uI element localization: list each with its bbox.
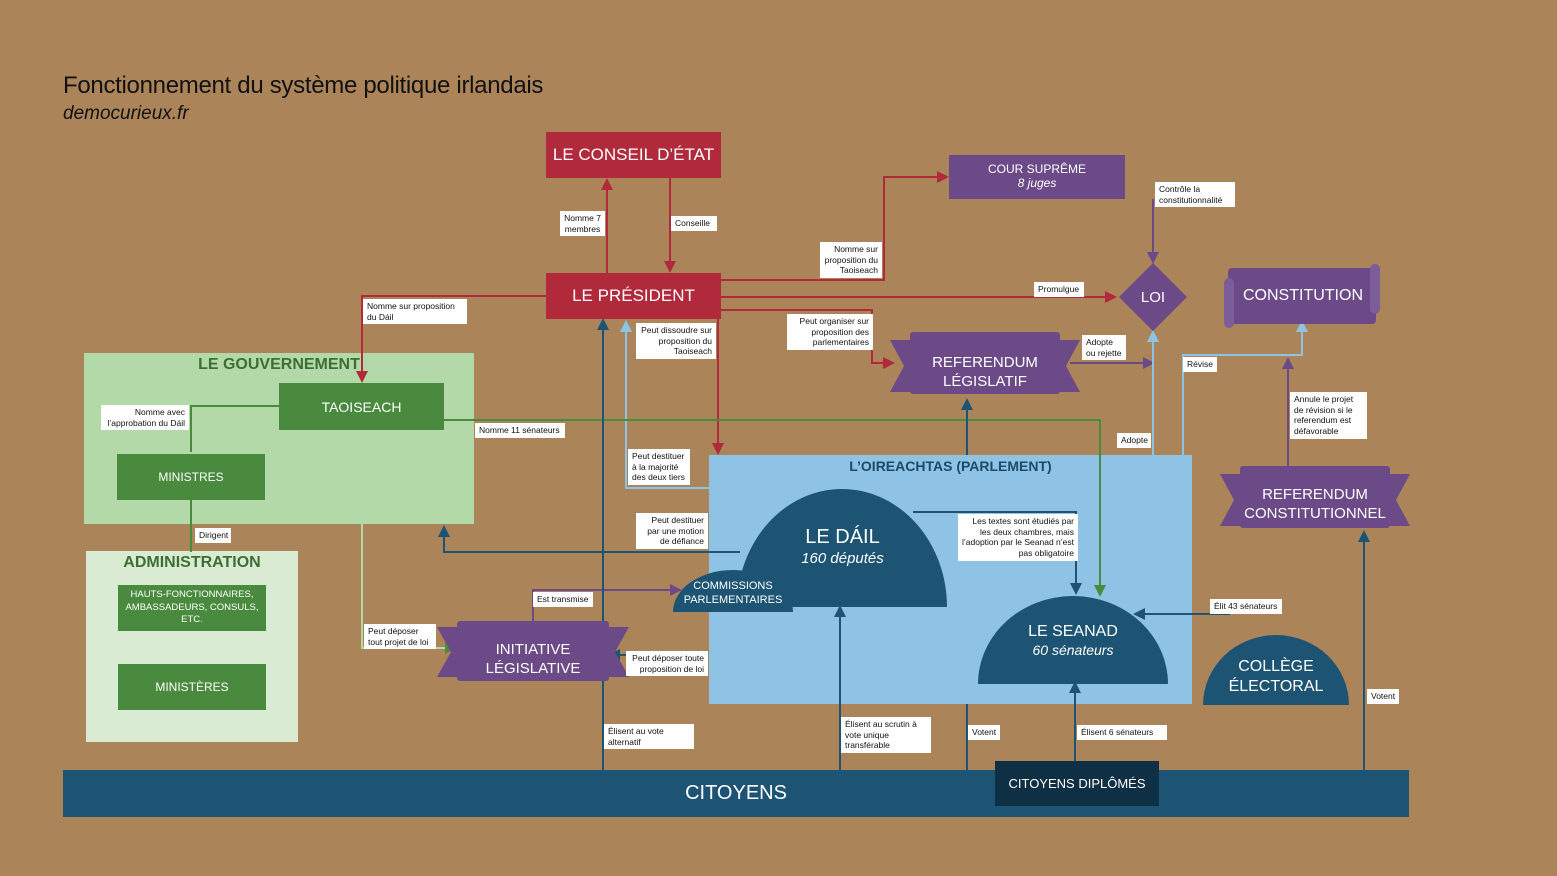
label-dissoudre: Peut dissoudre sur proposition du Taoise… (636, 323, 716, 359)
page-subtitle: democurieux.fr (63, 103, 189, 124)
label-nomme-taoiseach: Nomme sur proposition du Taoiseach (820, 242, 882, 278)
label-nomme7: Nomme 7 membres (560, 211, 605, 237)
label-destituer-motion: Peut destituer par une motion de défianc… (636, 513, 708, 549)
citoyens-bar: CITOYENS (63, 770, 1409, 817)
label-deposer-gauche: Peut déposer tout projet de loi (364, 624, 436, 650)
label-elisent-scrutin: Élisent au scrutin à vote unique transfé… (841, 717, 931, 753)
label-elisent-alt: Élisent au vote alternatif (604, 724, 694, 750)
initiative-legislative-label: INITIATIVE LÉGISLATIVE (457, 641, 609, 679)
dail-semicircle (737, 489, 947, 607)
ref-const-line2: CONSTITUTIONNEL (1244, 504, 1386, 522)
label-destituer-tiers: Peut destituer à la majorité des deux ti… (628, 449, 690, 485)
loi-label: LOI (1140, 288, 1166, 306)
taoiseach-box: TAOISEACH (279, 383, 444, 430)
college-line2: ÉLECTORAL (1228, 678, 1324, 695)
ref-leg-line2: LÉGISLATIF (943, 372, 1027, 390)
label-promulgue: Promulgue (1034, 282, 1084, 297)
initiative-line2: LÉGISLATIVE (485, 659, 581, 677)
label-organiser: Peut organiser sur proposition des parle… (787, 314, 873, 350)
label-revise: Révise (1183, 357, 1217, 372)
cour-supreme-box: COUR SUPRÊME 8 juges (949, 155, 1125, 199)
ref-leg-line1: REFERENDUM (932, 354, 1038, 371)
ref-const-line1: REFERENDUM (1262, 486, 1368, 503)
referendum-legislatif-ribbon (890, 332, 1080, 394)
cour-supreme-title: COUR SUPRÊME (987, 162, 1086, 176)
label-transmise: Est transmise (533, 592, 593, 607)
referendum-constitutionnel-label: REFERENDUM CONSTITUTIONNEL (1230, 486, 1400, 524)
administration-title: ADMINISTRATION (123, 554, 261, 571)
conseil-etat-box: LE CONSEIL D’ÉTAT (546, 132, 721, 178)
seanad-sub: 60 sénateurs (1032, 642, 1114, 658)
label-nomme11: Nomme 11 sénateurs (475, 423, 565, 438)
hauts-fonctionnaires-box: HAUTS-FONCTIONNAIRES, AMBASSADEURS, CONS… (118, 585, 266, 631)
label-adopte: Adopte (1117, 433, 1151, 448)
ministres-box: MINISTRES (117, 454, 265, 500)
seanad-label: LE SEANAD 60 sénateurs (983, 622, 1163, 660)
label-elit43: Élit 43 sénateurs (1210, 599, 1282, 614)
initiative-legislative-ribbon (437, 621, 629, 681)
label-textes: Les textes sont étudiés par les deux cha… (958, 514, 1078, 561)
label-adopte-rejette: Adopte ou rejette (1082, 335, 1126, 361)
commissions-line1: COMMISSIONS (693, 580, 773, 592)
college-label: COLLÈGE ÉLECTORAL (1203, 657, 1349, 697)
ministeres-box: MINISTÈRES (118, 664, 266, 710)
label-elisent6: Élisent 6 sénateurs (1077, 725, 1167, 740)
administration-region (86, 551, 298, 742)
label-nomme-approbation: Nomme avec l’approbation du Dáil (101, 405, 189, 431)
commissions-label: COMMISSIONS PARLEMENTAIRES (673, 580, 793, 608)
label-annule: Annule le projet de révision si le refer… (1290, 392, 1367, 439)
page-title: Fonctionnement du système politique irla… (63, 72, 544, 99)
initiative-line1: INITIATIVE (495, 641, 571, 658)
label-dirigent: Dirigent (195, 528, 231, 543)
label-deposer-droite: Peut déposer toute proposition de loi (626, 651, 708, 677)
cour-supreme-sub: 8 juges (1017, 176, 1057, 190)
gouvernement-title: LE GOUVERNEMENT (198, 356, 360, 373)
constitution-scroll (1224, 264, 1380, 328)
label-conseille: Conseille (671, 216, 717, 231)
label-controle: Contrôle la constitutionnalité (1155, 182, 1235, 208)
constitution-label: CONSTITUTION (1243, 287, 1363, 304)
oireachtas-title: L’OIREACHTAS (PARLEMENT) (849, 458, 1052, 474)
seanad-title: LE SEANAD (1028, 623, 1118, 640)
label-votent-mid: Votent (968, 725, 1000, 740)
referendum-legislatif-label: REFERENDUM LÉGISLATIF (910, 354, 1060, 392)
college-semicircle (1203, 635, 1349, 705)
dail-sub: 160 députés (801, 550, 884, 567)
commissions-semicircle (673, 570, 793, 612)
label-nomme-dail: Nomme sur proposition du Dáil (363, 299, 467, 325)
dail-label: LE DÁIL 160 députés (750, 525, 935, 569)
citoyens-diplomes-box: CITOYENS DIPLÔMÉS (995, 761, 1159, 806)
referendum-constitutionnel-ribbon (1220, 466, 1410, 528)
commissions-line2: PARLEMENTAIRES (683, 593, 783, 606)
dail-title: LE DÁIL (805, 526, 880, 548)
president-box: LE PRÉSIDENT (546, 273, 721, 319)
college-line1: COLLÈGE (1238, 658, 1314, 675)
seanad-semicircle (978, 596, 1168, 684)
label-votent-right: Votent (1367, 689, 1399, 704)
